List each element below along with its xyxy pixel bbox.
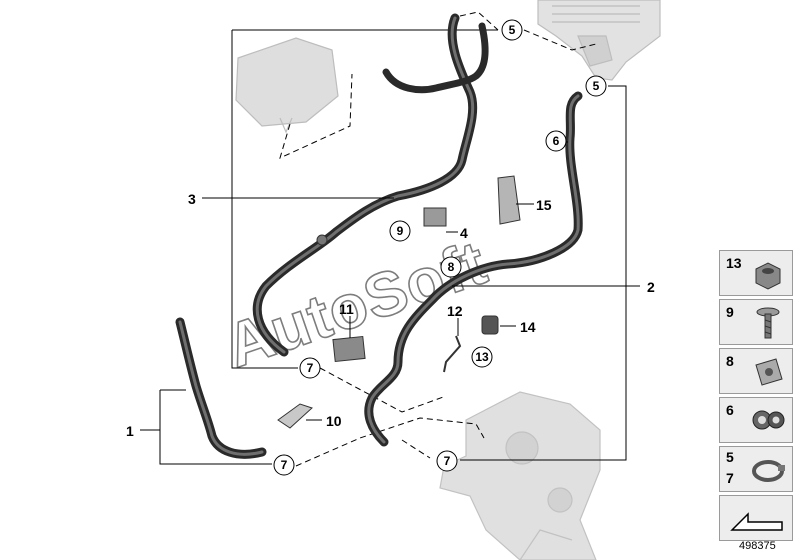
- hose-3-branch: [382, 22, 489, 94]
- radiator-component: [537, 0, 661, 81]
- reference-number: 498375: [739, 540, 776, 552]
- panel-label-9: 9: [726, 304, 734, 320]
- panel-cell-9: 9: [719, 299, 793, 345]
- panel-cell-5-7: 5 7: [719, 446, 793, 492]
- hose-lines: [175, 13, 583, 459]
- holder-4-icon: [423, 207, 447, 227]
- expansion-tank-component: [235, 37, 339, 134]
- screw-icon: [756, 307, 780, 339]
- part-label-4: 4: [460, 225, 468, 241]
- small-parts-panel: 13 9 8 6 5 7: [719, 250, 795, 544]
- panel-label-13: 13: [726, 255, 742, 271]
- part-label-3: 3: [188, 191, 196, 207]
- circle-label-9: 9: [397, 224, 404, 238]
- panel-label-6: 6: [726, 402, 734, 418]
- small-parts: [277, 175, 521, 429]
- panel-label-5: 5: [726, 449, 734, 465]
- engine-component: [439, 391, 601, 560]
- circle-label-6: 6: [553, 134, 560, 148]
- circle-label-13: 13: [475, 350, 489, 364]
- part-label-14: 14: [520, 319, 536, 335]
- leader-lines: [140, 141, 640, 431]
- clip-nut-icon: [755, 358, 783, 386]
- clip-12-icon: [443, 335, 462, 373]
- circle-labels: 5 5 6 9 8 13 7 7 7: [273, 19, 607, 476]
- circle-label-5-top: 5: [509, 23, 516, 37]
- damper-14-icon: [481, 315, 499, 335]
- circle-label-8: 8: [448, 260, 455, 274]
- part-label-2: 2: [647, 279, 655, 295]
- panel-cell-13: 13: [719, 250, 793, 296]
- panel-cell-arrow: [719, 495, 793, 541]
- panel-cell-8: 8: [719, 348, 793, 394]
- part-label-11: 11: [339, 301, 354, 317]
- arrow-icon: [730, 512, 783, 531]
- part-label-12: 12: [447, 303, 463, 319]
- nut-icon: [755, 262, 781, 290]
- circle-label-7-right: 7: [444, 454, 451, 468]
- clip-10-icon: [277, 403, 313, 429]
- part-label-1: 1: [126, 423, 134, 439]
- part-label-10: 10: [326, 413, 342, 429]
- dashed-guides: [279, 11, 597, 467]
- circle-label-7-left: 7: [307, 361, 314, 375]
- insulation-11-icon: [332, 335, 366, 363]
- circle-label-7-bottom: 7: [281, 458, 288, 472]
- hose-holder-icon: [752, 410, 785, 430]
- bracket-15-icon: [497, 175, 521, 225]
- circle-label-5-right: 5: [593, 79, 600, 93]
- panel-cell-6: 6: [719, 397, 793, 443]
- assembly-outline: [146, 29, 627, 465]
- panel-label-7: 7: [726, 470, 734, 486]
- connector-icon: [316, 234, 328, 246]
- part-label-15: 15: [536, 197, 552, 213]
- panel-label-8: 8: [726, 353, 734, 369]
- hose-clamp-icon: [752, 460, 785, 482]
